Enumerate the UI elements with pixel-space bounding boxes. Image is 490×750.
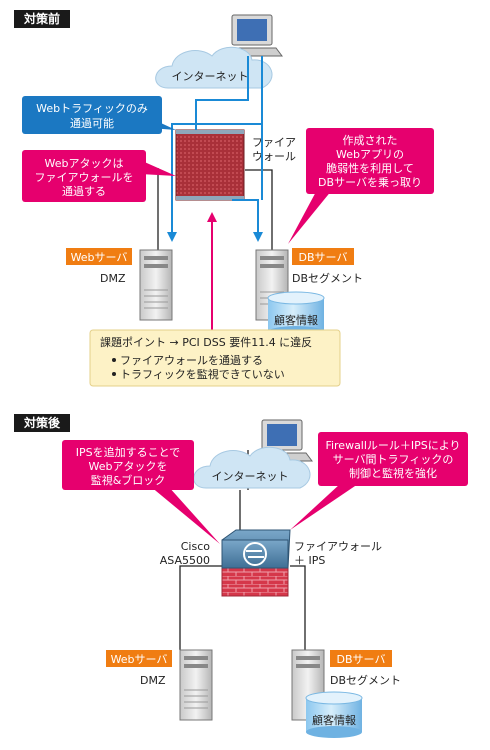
- before-connection-lines: [157, 168, 273, 250]
- svg-text:Webアプリの: Webアプリの: [336, 148, 404, 161]
- after-customer-database: 顧客情報: [305, 691, 363, 738]
- after-internet-label: インターネット: [212, 470, 289, 483]
- svg-text:Webサーバ: Webサーバ: [71, 251, 128, 264]
- asa-label-2: ASA5500: [160, 554, 210, 567]
- after-db-server-badge: DBサーバ: [330, 650, 392, 667]
- before-firewall-label-1: ファイア: [252, 136, 296, 149]
- callout-firewall-rule-ips: Firewallルール＋IPSにより サーバ間トラフィックの 制御と監視を強化: [290, 432, 468, 530]
- svg-text:IPSを追加することで: IPSを追加することで: [76, 445, 181, 459]
- svg-text:対策前: 対策前: [23, 11, 60, 26]
- svg-text:顧客情報: 顧客情報: [274, 313, 318, 327]
- svg-text:ファイアウォールを: ファイアウォールを: [35, 171, 134, 184]
- svg-text:対策後: 対策後: [23, 415, 61, 430]
- callout-web-traffic-only: Webトラフィックのみ 通過可能: [22, 96, 176, 134]
- before-web-server-badge: Webサーバ: [66, 248, 132, 265]
- after-internet-cloud: インターネット: [193, 446, 311, 489]
- svg-text:Firewallルール＋IPSにより: Firewallルール＋IPSにより: [325, 439, 460, 452]
- before-dmz-label: DMZ: [100, 272, 126, 285]
- svg-text:監視&ブロック: 監視&ブロック: [91, 473, 166, 487]
- svg-text:サーバ間トラフィックの: サーバ間トラフィックの: [333, 453, 454, 466]
- after-web-server-badge: Webサーバ: [106, 650, 172, 667]
- before-traffic-arrows: [167, 56, 263, 242]
- callout-db-hijack: 作成された Webアプリの 脆弱性を利用して DBサーバを乗っ取り: [288, 128, 434, 244]
- svg-text:DBサーバ: DBサーバ: [299, 251, 348, 264]
- svg-text:作成された: 作成された: [343, 134, 398, 147]
- before-db-segment-label: DBセグメント: [292, 271, 363, 285]
- before-firewall: ファイア ウォール: [175, 129, 296, 201]
- callout-web-attack-passes: Webアタックは ファイアウォールを 通過する: [22, 150, 176, 202]
- svg-text:Webトラフィックのみ: Webトラフィックのみ: [36, 102, 148, 115]
- before-db-server-badge: DBサーバ: [292, 248, 354, 265]
- note-title: 課題ポイント → PCI DSS 要件11.4 に違反: [100, 335, 312, 349]
- svg-text:制御と監視を強化: 制御と監視を強化: [349, 466, 437, 480]
- svg-text:Webアタックを: Webアタックを: [89, 460, 168, 473]
- after-web-server: [179, 649, 213, 721]
- before-firewall-label-2: ウォール: [252, 150, 296, 163]
- svg-text:通過可能: 通過可能: [70, 116, 114, 130]
- note-item: ファイアウォールを通過する: [120, 354, 263, 367]
- before-web-server: [139, 249, 173, 321]
- callout-ips-added: IPSを追加することで Webアタックを 監視&ブロック: [62, 440, 220, 544]
- after-dmz-label: DMZ: [140, 674, 166, 687]
- asa-label-1: Cisco: [181, 540, 211, 553]
- after-asa-ips-device: [221, 529, 291, 597]
- firewall-ips-label-1: ファイアウォール: [294, 540, 382, 553]
- before-internet-cloud: インターネット: [155, 46, 273, 89]
- firewall-ips-label-2: ＋ IPS: [294, 554, 325, 567]
- svg-text:Webサーバ: Webサーバ: [111, 653, 168, 666]
- before-internet-label: インターネット: [172, 70, 249, 83]
- before-section-label: 対策前: [14, 10, 70, 28]
- svg-text:通過する: 通過する: [62, 185, 106, 198]
- svg-text:DBサーバを乗っ取り: DBサーバを乗っ取り: [318, 176, 422, 189]
- svg-text:DBサーバ: DBサーバ: [337, 653, 386, 666]
- after-section-label: 対策後: [14, 414, 70, 432]
- svg-text:顧客情報: 顧客情報: [312, 713, 356, 727]
- svg-text:脆弱性を利用して: 脆弱性を利用して: [326, 161, 414, 175]
- note-item: トラフィックを監視できていない: [120, 367, 285, 381]
- svg-text:Webアタックは: Webアタックは: [45, 157, 124, 170]
- after-db-segment-label: DBセグメント: [330, 673, 401, 687]
- before-issue-note: 課題ポイント → PCI DSS 要件11.4 に違反 ファイアウォールを通過す…: [89, 329, 341, 387]
